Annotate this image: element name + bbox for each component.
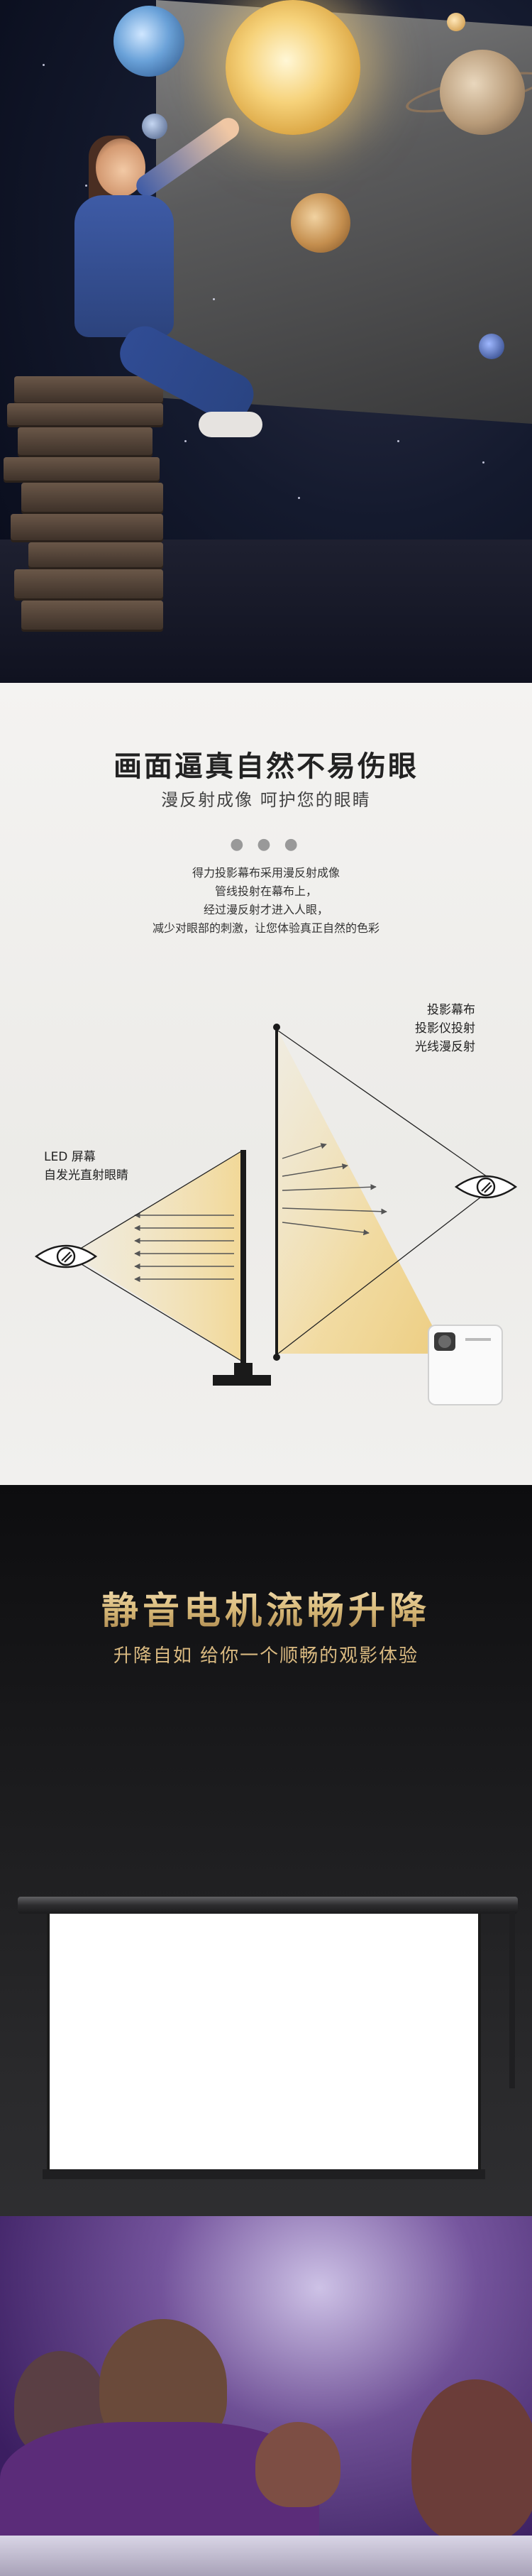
section-subtitle: 漫反射成像 呵护您的眼睛 [161,790,371,810]
planet-small [479,334,504,359]
screen-pin [273,1024,280,1031]
led-label: LED 屏幕 自发光直射眼睛 [44,1148,128,1185]
planet-blue [113,6,184,77]
motor-title: 静音电机流畅升降 [0,1581,532,1634]
hero-space-scene [0,0,532,683]
eye-icon [34,1244,98,1268]
audience-person [411,2379,532,2543]
section-subtitle-wrapper: 漫反射成像 呵护您的眼睛 [0,786,532,811]
led-stand [213,1363,271,1386]
led-label-line: 自发光直射眼睛 [44,1168,128,1183]
screen-bottom-bar [43,2169,485,2179]
projector-label-line: 投影幕布 [427,1003,475,1017]
motor-subtitle-wrapper: 升降自如 给你一个顺畅的观影体验 [0,1641,532,1667]
projection-screen [47,1914,481,2169]
sofa [0,2536,532,2576]
screen-pin [273,1354,280,1361]
projector-label-line: 投影仪投射 [415,1021,475,1036]
description-line: 得力投影幕布采用漫反射成像 [192,866,340,879]
led-arrows [134,1212,234,1283]
screen-housing [18,1897,518,1914]
reflection-arrows [282,1143,387,1236]
planet-small [142,114,167,139]
motor-title-wrapper: 静音电机流畅升降 [0,1581,532,1634]
projector-label-line: 光线漫反射 [415,1040,475,1054]
reflection-diagram [34,1024,518,1405]
led-label-line: LED 屏幕 [44,1150,96,1164]
motor-subtitle: 升降自如 给你一个顺畅的观影体验 [113,1645,419,1667]
description-line: 减少对眼部的刺激，让您体验真正自然的色彩 [152,921,379,935]
screen-cable [509,1911,515,2088]
projector-device [428,1325,503,1405]
projector-beam [278,1031,447,1354]
projector-label: 投影幕布 投影仪投射 光线漫反射 [415,1001,475,1056]
description-line: 管线投射在幕布上， [214,884,317,898]
planet-ringed [440,50,525,135]
led-beam [71,1151,241,1361]
planet-mars [291,193,350,253]
section-title-wrapper: 画面逼真自然不易伤眼 [0,743,532,784]
book-stack [0,376,177,646]
description-line: 经过漫反射才进入人眼， [203,903,328,916]
planet-sun [226,0,360,135]
eye-icon [454,1175,518,1199]
divider-dots: ● ● ● [230,835,302,853]
motor-section: 静音电机流畅升降 升降自如 给你一个顺畅的观影体验 [0,1485,532,2576]
girl-figure [67,114,273,508]
planet-small [447,13,465,31]
audience-person [255,2422,340,2507]
reflection-section: 画面逼真自然不易伤眼 漫反射成像 呵护您的眼睛 ● ● ● 得力投影幕布采用漫反… [0,683,532,1485]
section-title: 画面逼真自然不易伤眼 [113,750,419,783]
